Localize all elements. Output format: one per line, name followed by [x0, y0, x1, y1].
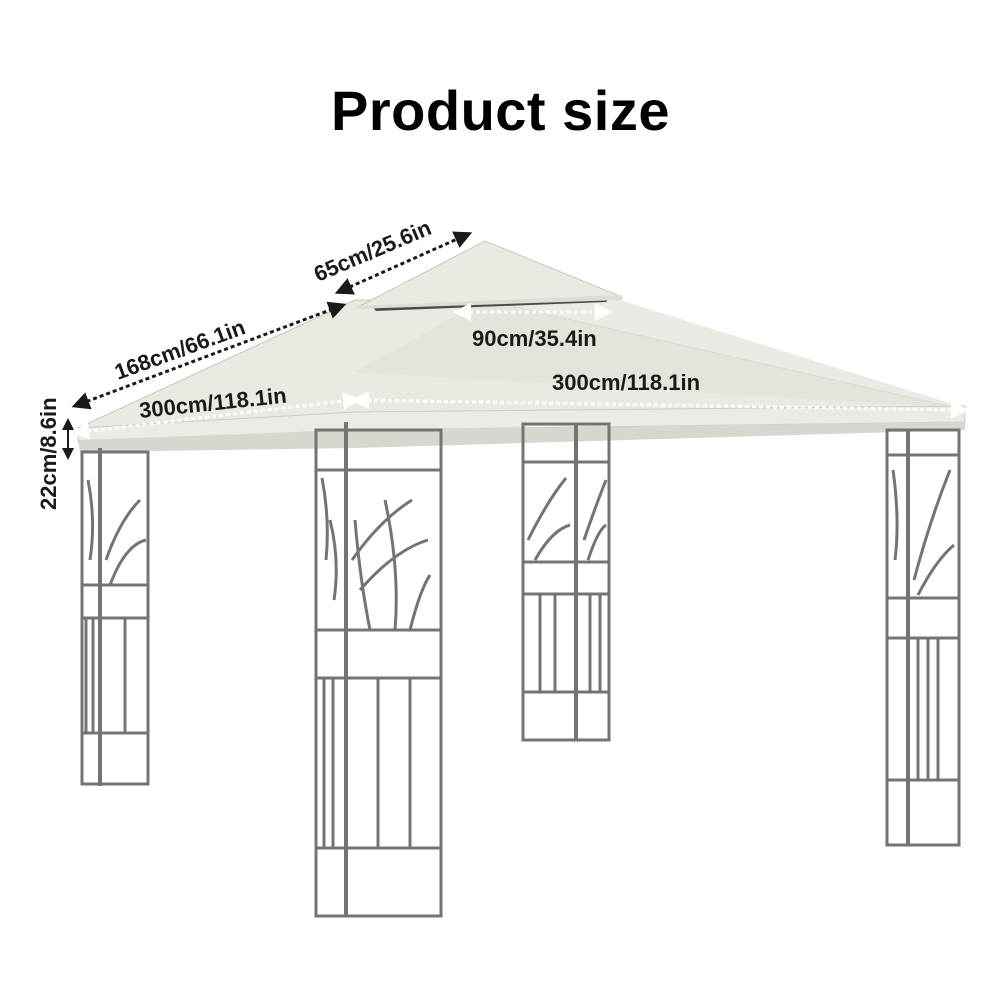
leg-middle — [521, 422, 611, 742]
dim-upper-slope-line — [334, 231, 473, 295]
leg-left — [80, 448, 150, 786]
dim-roof-slope-line — [71, 301, 347, 410]
product-size-title: Product size — [331, 79, 670, 142]
roof-right-slope — [355, 300, 965, 408]
label-valance-height: 22cm/8.6in — [36, 397, 61, 510]
dim-side-width-line — [351, 391, 969, 419]
dimension-lines — [62, 231, 969, 460]
upper-canopy-edge — [356, 295, 622, 309]
label-top-width: 90cm/35.4in — [472, 326, 597, 351]
leg-front-left — [314, 422, 443, 918]
label-side-width: 300cm/118.1in — [552, 370, 700, 395]
dim-front-width-line — [71, 392, 361, 440]
leg-right — [885, 428, 961, 847]
gazebo-frame — [80, 422, 961, 918]
label-upper-slope: 65cm/25.6in — [310, 215, 435, 287]
